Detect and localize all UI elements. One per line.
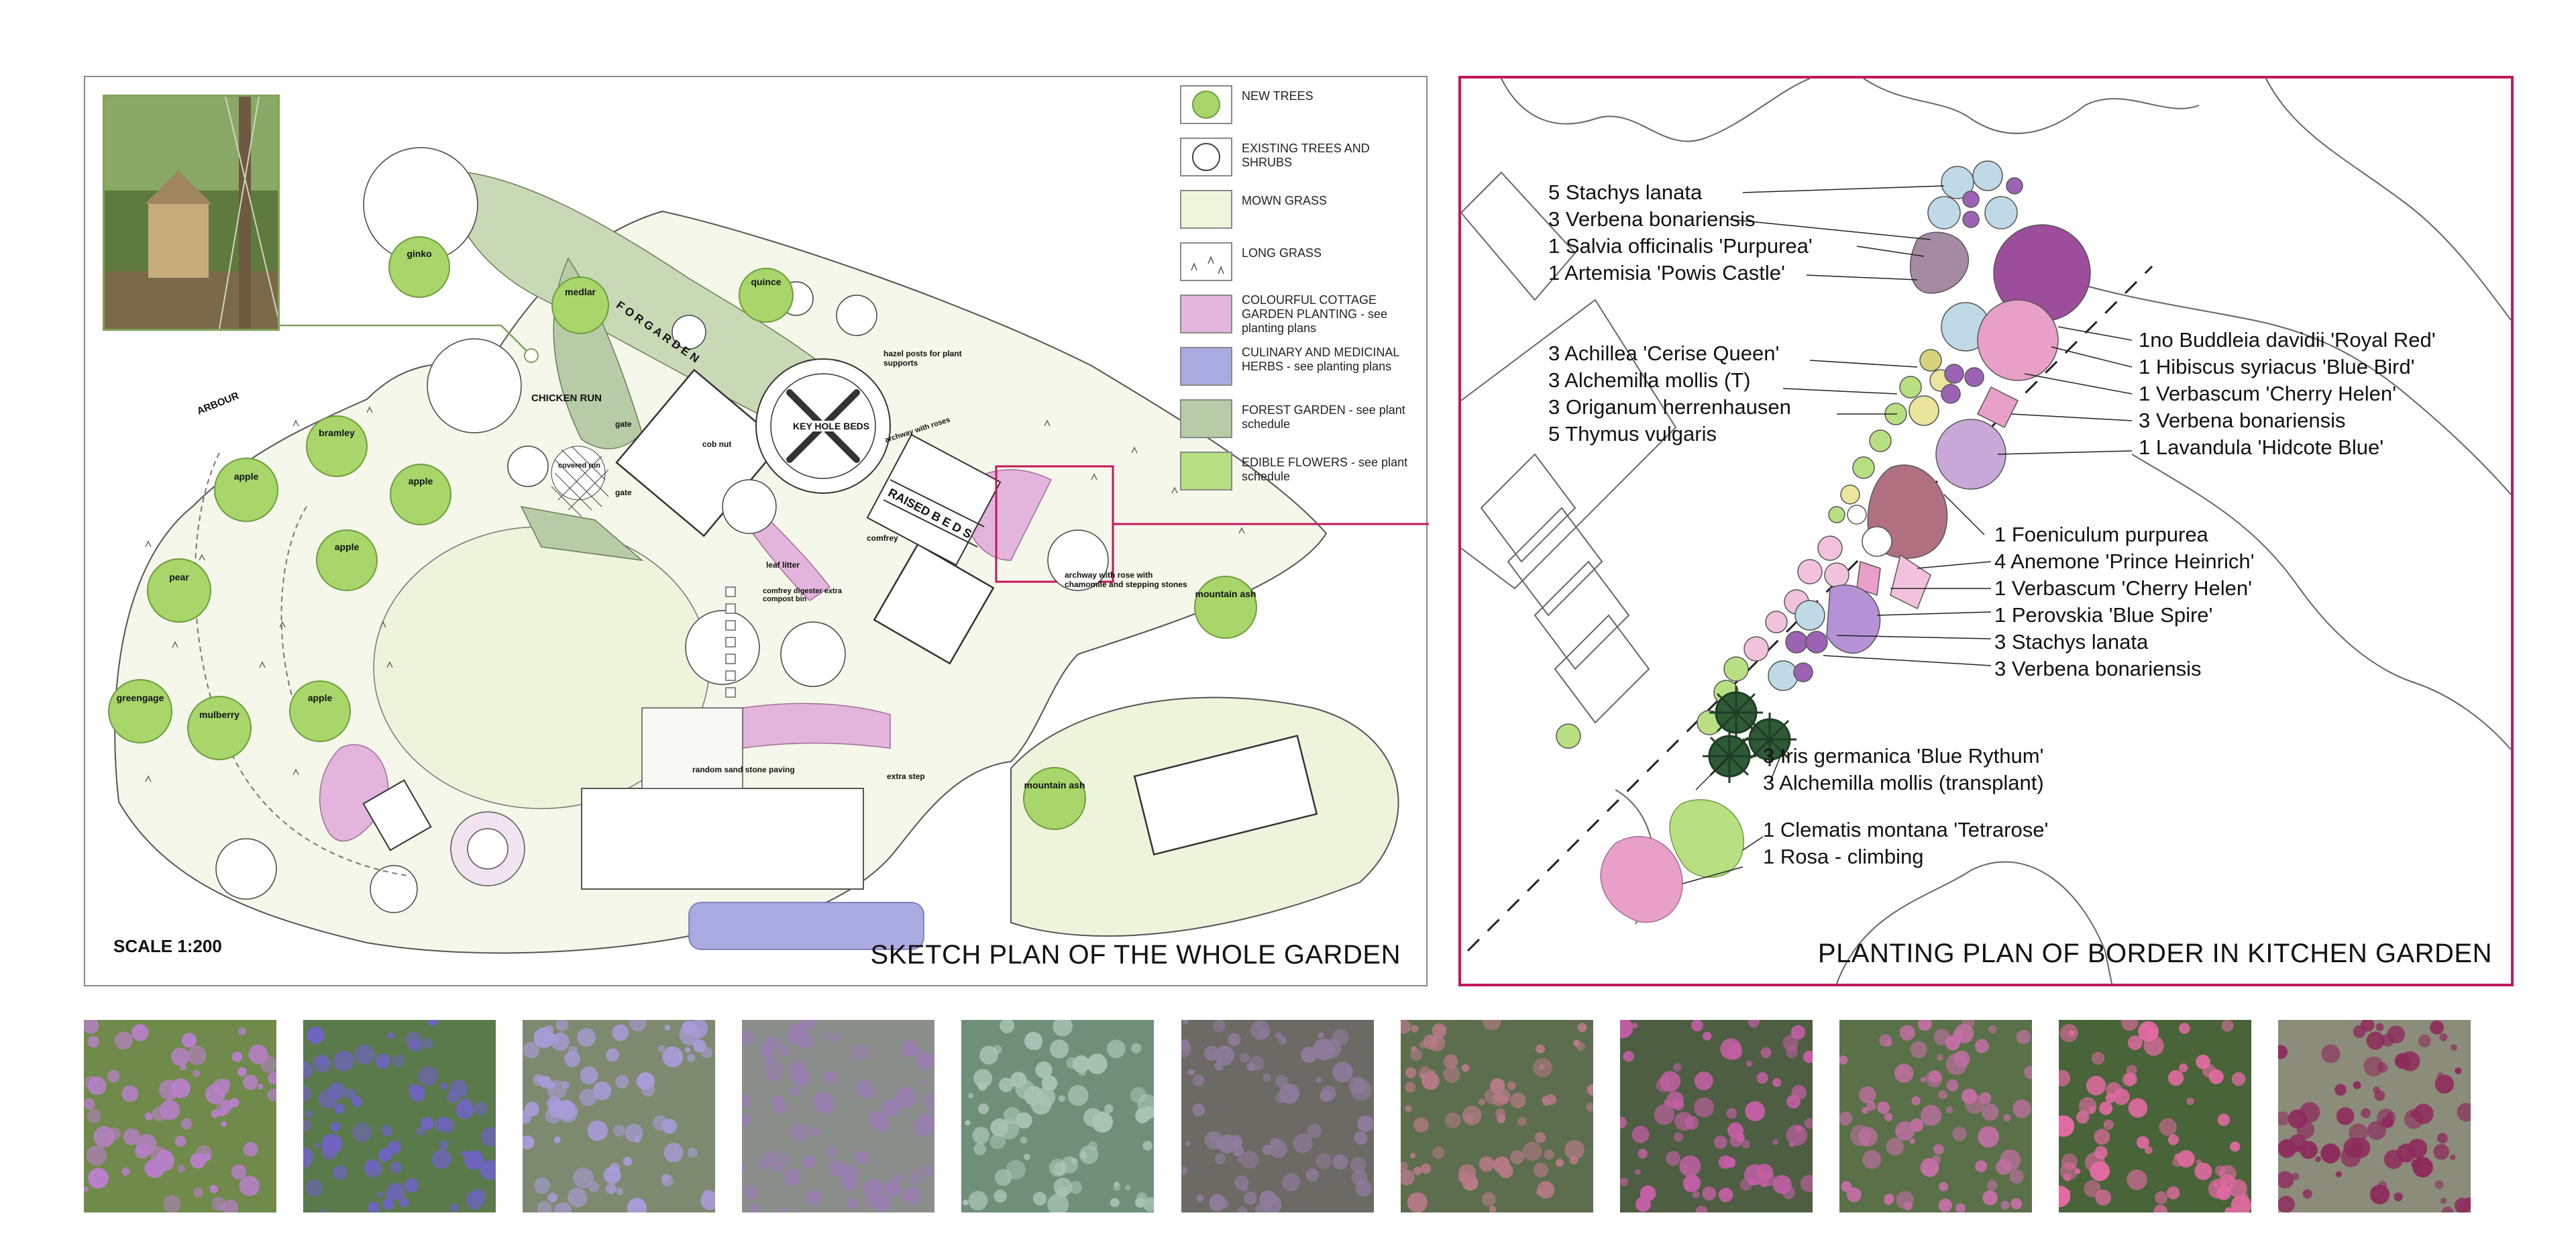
plant-label: 1 Foeniculum purpurea xyxy=(1994,523,2208,546)
artemisia-photo xyxy=(961,1020,1154,1212)
tree-label-apple: apple xyxy=(334,541,360,552)
legend-item-cottage-planting: COLOURFUL COTTAGE GARDEN PLANTING - see … xyxy=(1180,292,1421,344)
legend-item-herbs: CULINARY AND MEDICINAL HERBS - see plant… xyxy=(1180,344,1421,397)
plant-label: 5 Stachys lanata xyxy=(1548,180,1703,204)
tree-label-mountain-ash: mountain ash xyxy=(1024,780,1085,790)
archway-rose-label: archway with rose with chamomile and ste… xyxy=(1065,570,1187,589)
legend-label: EXISTING TREES AND SHRUBS xyxy=(1242,142,1370,169)
plant-label: 1 Hibiscus syriacus 'Blue Bird' xyxy=(2139,355,2415,378)
legend-label: LONG GRASS xyxy=(1242,246,1322,260)
tree-label-bramley: bramley xyxy=(319,427,355,438)
plant-label: 3 Iris germanica 'Blue Rythum' xyxy=(1763,744,2044,768)
planting-plan-drawing xyxy=(1461,79,2511,984)
salvia-photo xyxy=(1181,1020,1374,1212)
tree-label-apple: apple xyxy=(307,692,333,703)
tree-label-mountain-ash: mountain ash xyxy=(1195,588,1256,599)
plant-label: 5 Thymus vulgaris xyxy=(1548,422,1717,446)
plant-label: 1 Rosa - climbing xyxy=(1763,845,1924,868)
plant-label: 3 Verbena bonariensis xyxy=(1994,657,2202,680)
tree-label-medlar: medlar xyxy=(565,287,596,297)
plant-label: 3 Verbena bonariensis xyxy=(2139,409,2346,432)
clematis-photo xyxy=(1620,1020,1813,1212)
tree-label-pear: pear xyxy=(169,572,189,582)
hibiscus-photo xyxy=(2059,1020,2251,1212)
plant-label: 1 Perovskia 'Blue Spire' xyxy=(1994,603,2213,627)
plant-label: 1 Verbascum 'Cherry Helen' xyxy=(2139,382,2397,405)
plant-label: 4 Anemone 'Prince Heinrich' xyxy=(1994,550,2255,573)
planting-plan-panel: 5 Stachys lanata 3 Verbena bonariensis 1… xyxy=(1458,76,2514,986)
plant-label: 3 Alchemilla mollis (transplant) xyxy=(1763,771,2044,794)
key-hole-beds-label: KEY HOLE BEDS xyxy=(793,421,870,431)
legend-label: NEW TREES xyxy=(1242,89,1313,103)
stachys-photo xyxy=(742,1020,934,1212)
legend-label: EDIBLE FLOWERS - see plant schedule xyxy=(1242,456,1408,483)
long-grass-swatch xyxy=(1180,242,1232,281)
chicken-house-photo xyxy=(103,95,280,331)
plant-label: 3 Achillea 'Cerise Queen' xyxy=(1548,342,1780,365)
cob-nut-label: cob nut xyxy=(702,439,732,449)
chicken-run-label: CHICKEN RUN xyxy=(531,393,602,404)
tree-label-greengage: greengage xyxy=(116,692,164,703)
plant-label: 3 Alchemilla mollis (T) xyxy=(1548,368,1751,392)
planting-plan-title: PLANTING PLAN OF BORDER IN KITCHEN GARDE… xyxy=(1817,939,2492,968)
existing-trees-swatch xyxy=(1180,138,1232,176)
foeniculum-photo xyxy=(1401,1020,1593,1212)
legend-label: COLOURFUL COTTAGE GARDEN PLANTING - see … xyxy=(1242,293,1388,335)
legend-label: CULINARY AND MEDICINAL HERBS - see plant… xyxy=(1242,346,1399,373)
legend-item-edible-flowers: EDIBLE FLOWERS - see plant schedule xyxy=(1180,449,1421,501)
plant-label: 1 Verbascum 'Cherry Helen' xyxy=(1994,576,2253,600)
legend: NEW TREES EXISTING TREES AND SHRUBS MOWN… xyxy=(1180,83,1421,501)
plant-label: 1no Buddleia davidii 'Royal Red' xyxy=(2139,328,2436,352)
cottage-planting-swatch xyxy=(1180,295,1232,333)
perovskia-photo xyxy=(523,1020,715,1212)
sketch-plan-title: SKETCH PLAN OF THE WHOLE GARDEN xyxy=(870,940,1401,970)
tree-label-mulberry: mulberry xyxy=(199,709,239,720)
verbena-photo xyxy=(84,1020,276,1212)
sketch-plan-drawing xyxy=(108,147,1429,954)
tree-label-quince: quince xyxy=(751,276,782,287)
legend-item-mown-grass: MOWN GRASS xyxy=(1180,187,1421,240)
plant-label: 1 Clematis montana 'Tetrarose' xyxy=(1763,818,2049,841)
new-trees-swatch xyxy=(1180,85,1232,124)
verbascum-photo xyxy=(2278,1020,2471,1212)
herbs-swatch xyxy=(1180,347,1232,386)
legend-item-forest-garden: FOREST GARDEN - see plant schedule xyxy=(1180,397,1421,449)
random-paving-label: random sand stone paving xyxy=(692,765,795,774)
plant-label: 1 Salvia officinalis 'Purpurea' xyxy=(1548,234,1813,258)
legend-label: MOWN GRASS xyxy=(1242,194,1328,207)
plant-label: 3 Stachys lanata xyxy=(1994,630,2149,654)
plant-label: 3 Origanum herrenhausen xyxy=(1548,395,1791,419)
legend-label: FOREST GARDEN - see plant schedule xyxy=(1242,403,1405,431)
comfrey-label: comfrey xyxy=(867,533,898,543)
tree-label-ginko: ginko xyxy=(407,248,432,259)
mown-grass-swatch xyxy=(1180,190,1232,229)
gate-label: gate xyxy=(615,419,632,429)
tree-label-apple: apple xyxy=(408,476,433,486)
covered-run-label: covered run xyxy=(558,462,600,470)
comfrey-digester-label: comfrey digester extra compost bin xyxy=(763,587,842,603)
plant-label: 3 Verbena bonariensis xyxy=(1548,207,1756,231)
legend-item-new-trees: NEW TREES xyxy=(1180,83,1421,135)
scale-label: SCALE 1:200 xyxy=(113,936,222,956)
plant-label: 1 Artemisia 'Powis Castle' xyxy=(1548,261,1785,284)
extra-step-label: extra step xyxy=(887,772,925,781)
gate-label: gate xyxy=(615,488,632,497)
leaf-litter-label: leaf litter xyxy=(766,560,800,570)
lavender-photo xyxy=(303,1020,496,1212)
plant-label: 1 Lavandula 'Hidcote Blue' xyxy=(2139,435,2384,459)
forest-garden-swatch xyxy=(1180,399,1232,438)
legend-item-existing-trees: EXISTING TREES AND SHRUBS xyxy=(1180,135,1421,187)
origanum-photo xyxy=(1839,1020,2032,1212)
edible-flowers-swatch xyxy=(1180,452,1232,490)
hazel-posts-label: hazel posts for plant supports xyxy=(883,349,962,368)
tree-label-apple: apple xyxy=(233,471,259,482)
legend-item-long-grass: LONG GRASS xyxy=(1180,240,1421,292)
sketch-plan-panel: NEW TREES EXISTING TREES AND SHRUBS MOWN… xyxy=(84,76,1429,986)
